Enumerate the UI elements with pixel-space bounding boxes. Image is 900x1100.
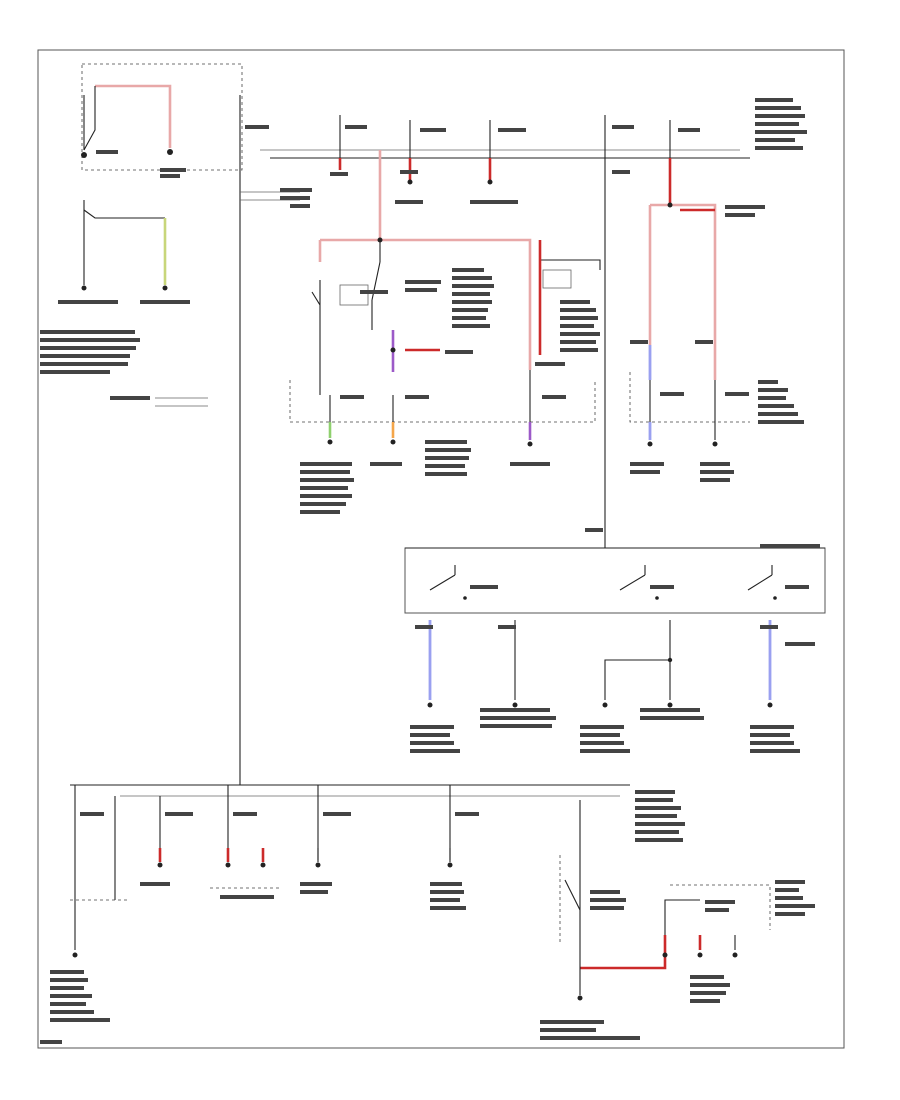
battery-section: [81, 63, 243, 178]
switch-box: [404, 528, 826, 753]
bus-drops: [330, 150, 518, 240]
right-relay-block: [604, 158, 804, 540]
diagram-frame: [37, 49, 845, 1049]
top-fuse-bus: [245, 98, 807, 159]
center-relay-block: [289, 237, 601, 514]
ignition-section: [40, 200, 208, 407]
bottom-right-switch-group: [540, 800, 815, 1040]
battery-labels: [96, 150, 186, 178]
bottom-fuse-bus: [40, 784, 685, 1044]
